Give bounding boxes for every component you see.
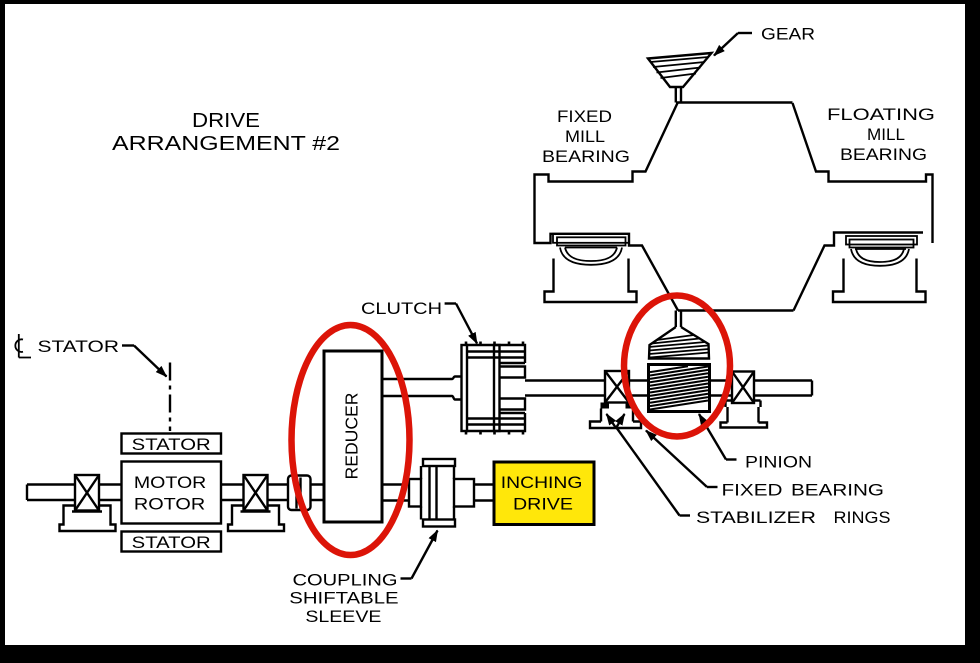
svg-text:FIXED: FIXED xyxy=(557,108,612,126)
svg-text:BEARING: BEARING xyxy=(791,481,884,500)
svg-text:MILL: MILL xyxy=(867,126,905,144)
svg-text:RINGS: RINGS xyxy=(834,508,891,527)
svg-text:STATOR: STATOR xyxy=(38,337,120,356)
svg-text:ROTOR: ROTOR xyxy=(134,495,205,514)
svg-text:DRIVE: DRIVE xyxy=(513,495,573,514)
svg-text:ARRANGEMENT #2: ARRANGEMENT #2 xyxy=(112,133,340,155)
svg-text:COUPLING: COUPLING xyxy=(293,571,398,590)
svg-text:MILL: MILL xyxy=(565,128,605,146)
svg-text:MOTOR: MOTOR xyxy=(134,473,206,492)
svg-text:BEARING: BEARING xyxy=(542,148,630,166)
svg-text:STABILIZER: STABILIZER xyxy=(696,508,816,527)
svg-text:DRIVE: DRIVE xyxy=(192,110,260,132)
svg-text:FIXED: FIXED xyxy=(722,481,783,500)
svg-text:FLOATING: FLOATING xyxy=(827,106,935,124)
svg-text:REDUCER: REDUCER xyxy=(342,393,362,480)
svg-text:SLEEVE: SLEEVE xyxy=(305,607,381,626)
svg-text:BEARING: BEARING xyxy=(840,146,927,164)
svg-text:GEAR: GEAR xyxy=(761,26,815,44)
svg-text:INCHING: INCHING xyxy=(501,473,583,492)
svg-text:STATOR: STATOR xyxy=(132,435,211,454)
svg-text:STATOR: STATOR xyxy=(132,533,211,552)
svg-text:PINION: PINION xyxy=(745,453,812,472)
svg-text:CLUTCH: CLUTCH xyxy=(361,299,442,318)
svg-text:SHIFTABLE: SHIFTABLE xyxy=(289,589,398,608)
